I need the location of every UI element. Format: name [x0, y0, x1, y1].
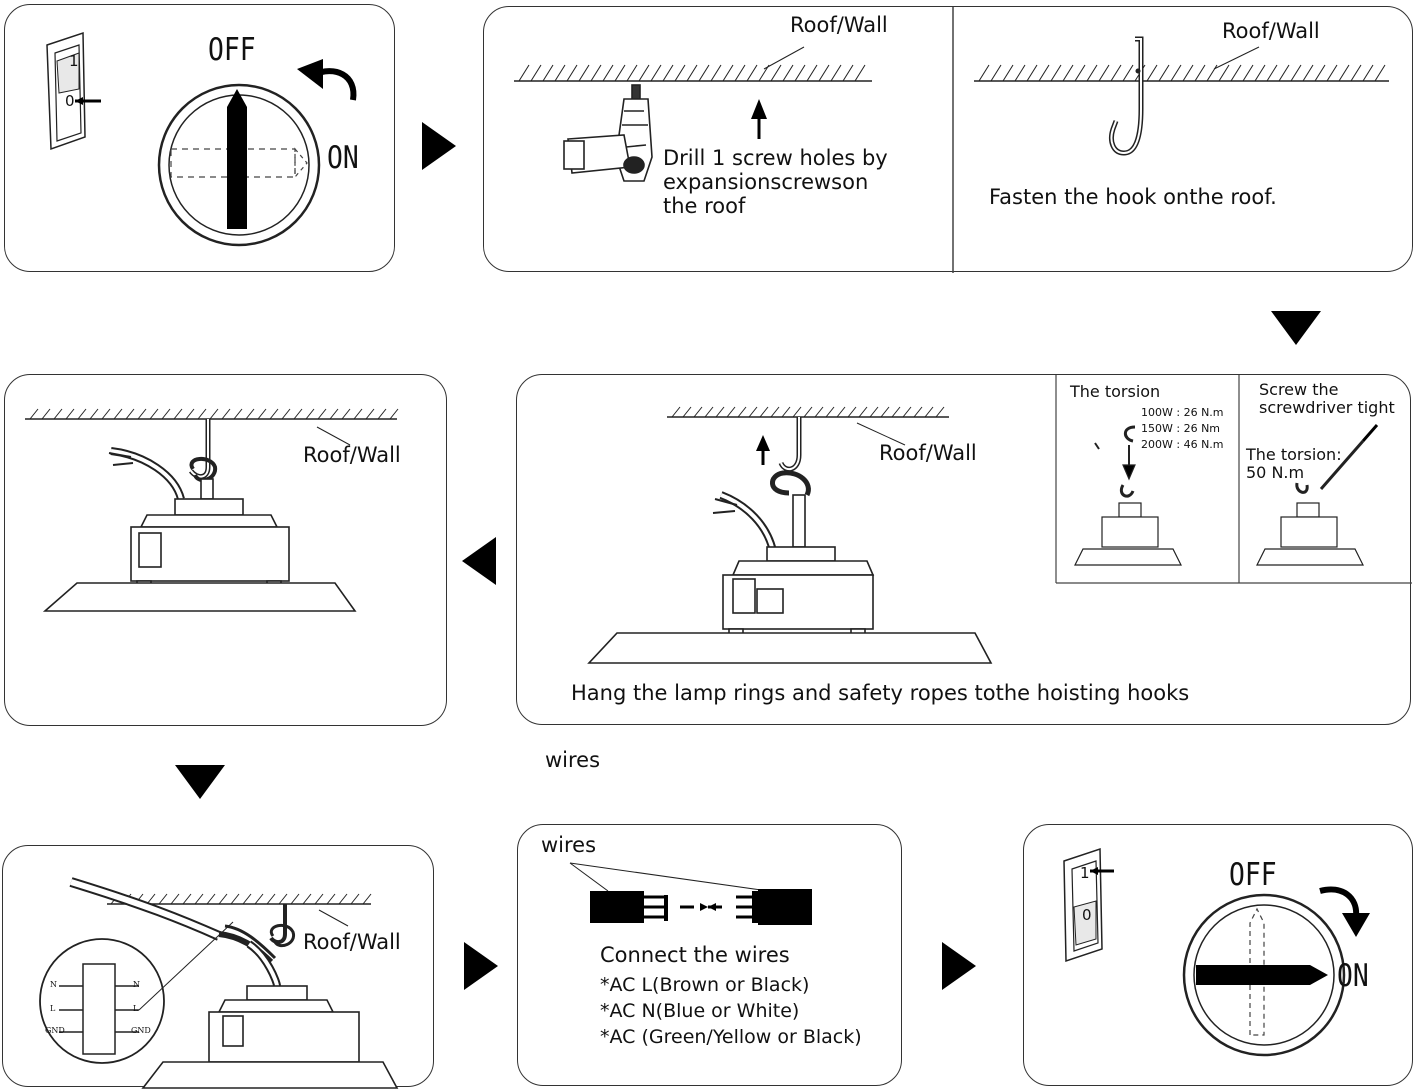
flow-arrow-right-2	[464, 942, 498, 990]
torsion-spec: 200W : 46 N.m	[1141, 438, 1224, 451]
step-lamp-hung-panel: Roof/Wall	[4, 374, 447, 726]
step-switch-on-panel: 1 0 OFF ON	[1023, 824, 1413, 1086]
drill-hook-drawing	[514, 7, 1389, 273]
terminal-label-right: L	[133, 1004, 139, 1013]
step-wiring-panel: N L GND N L GND Roof/Wall	[2, 845, 434, 1089]
on-label: ON	[327, 140, 359, 176]
roof-wall-label: Roof/Wall	[879, 441, 977, 465]
roof-wall-label: Roof/Wall	[1222, 19, 1320, 43]
torsion-spec: 100W : 26 N.m	[1141, 406, 1224, 419]
flow-arrow-right-1	[422, 122, 456, 170]
wall-switch-off-drawing	[46, 31, 357, 247]
screwdriver-title: Screw the screwdriver tight	[1259, 380, 1395, 418]
terminal-label-right: N	[133, 980, 140, 989]
roof-wall-label: Roof/Wall	[303, 930, 401, 954]
screwdriver-torsion: The torsion: 50 N.m	[1246, 445, 1342, 483]
torsion-spec: 150W : 26 Nm	[1141, 422, 1221, 435]
lamp-hung-drawing	[25, 408, 399, 612]
switch-label-on: 1	[69, 52, 79, 70]
wires-label: wires	[541, 833, 597, 857]
wire-spec-line: *AC L(Brown or Black)	[600, 974, 810, 996]
flow-arrow-left-1	[462, 537, 496, 585]
connect-title: Connect the wires	[600, 943, 790, 967]
hook-instruction: Fasten the hook onthe roof.	[989, 185, 1277, 209]
switch-label-on: 1	[1080, 864, 1090, 882]
connector-drawing	[569, 862, 812, 925]
off-label: OFF	[208, 32, 256, 68]
switch-label-off: 0	[1082, 906, 1092, 924]
off-label: OFF	[1229, 857, 1277, 893]
flow-arrow-down-2	[175, 765, 225, 799]
step-drill-hook-panel: Roof/Wall Drill 1 screw holes by expansi…	[483, 6, 1413, 273]
wall-switch-on-drawing	[1063, 847, 1370, 1057]
flow-arrow-right-3	[942, 942, 976, 990]
hang-lamp-drawing	[587, 375, 1412, 664]
roof-wall-label: Roof/Wall	[303, 443, 401, 467]
step-connect-wires-panel: wires Connect the wires *AC L(Brown or B…	[517, 824, 902, 1086]
hang-instruction: Hang the lamp rings and safety ropes tot…	[571, 681, 1190, 705]
terminal-label-right: GND	[131, 1026, 151, 1035]
on-label: ON	[1337, 958, 1369, 994]
terminal-label-left: L	[50, 1004, 56, 1013]
roof-wall-label: Roof/Wall	[790, 13, 888, 37]
wire-spec-line: *AC N(Blue or White)	[600, 1000, 800, 1022]
terminal-label-left: GND	[45, 1026, 65, 1035]
torsion-title: The torsion	[1070, 382, 1161, 401]
step-hang-lamp-panel: Roof/Wall Hang the lamp rings and safety…	[516, 374, 1412, 725]
step-switch-off-panel: 1 0 OFF ON	[4, 4, 395, 272]
flow-arrow-down-1	[1271, 311, 1321, 345]
switch-label-off: 0	[65, 92, 75, 110]
wires-floating-label: wires	[545, 748, 601, 772]
wire-spec-line: *AC (Green/Yellow or Black)	[600, 1026, 862, 1048]
terminal-label-left: N	[50, 980, 57, 989]
drill-instruction: Drill 1 screw holes by expansionscrewson…	[663, 146, 888, 219]
wiring-drawing	[39, 877, 399, 1089]
